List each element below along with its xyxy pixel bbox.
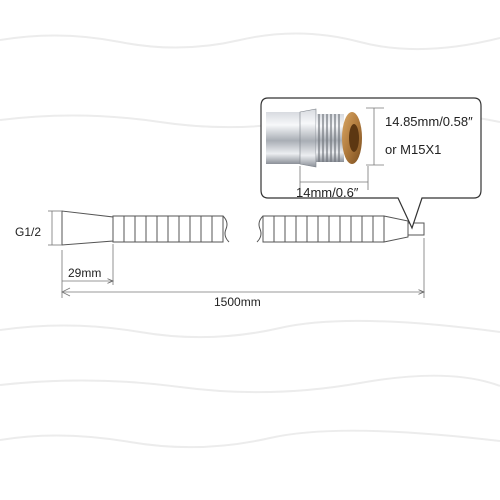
hose-right-section: [256, 215, 425, 243]
break-mark-right: [256, 215, 264, 243]
hose-rib: [361, 215, 374, 243]
dimension-lines: [48, 210, 424, 298]
hose-rib: [211, 215, 224, 243]
hose-rib: [273, 215, 286, 243]
total-length-label: 1500mm: [214, 295, 261, 309]
hose-rib: [306, 215, 319, 243]
hose-rib: [189, 215, 202, 243]
hose-rib: [156, 215, 169, 243]
hose-rib: [295, 215, 308, 243]
hose-rib: [178, 215, 191, 243]
break-mark-left: [222, 215, 230, 243]
outlet-fitting-closeup: [266, 108, 362, 168]
callout-dimension-lines: [299, 107, 384, 190]
hose-rib: [317, 215, 330, 243]
inlet-thread-label: G1/2: [15, 225, 42, 239]
hose-rib: [350, 215, 363, 243]
hose-rib: [339, 215, 352, 243]
hose-left-section: [61, 210, 230, 246]
hose-rib: [112, 215, 125, 243]
outlet-thread-length-label: 14mm/0.6″: [296, 185, 359, 200]
hose-rib: [134, 215, 147, 243]
tapered-end: [383, 215, 409, 243]
hose-rib: [167, 215, 180, 243]
hose-rib: [123, 215, 136, 243]
hose-rib: [262, 215, 275, 243]
cone-length-label: 29mm: [68, 266, 102, 280]
outlet-diameter-label: 14.85mm/0.58″: [385, 114, 473, 129]
hose-rib: [328, 215, 341, 243]
hose-rib: [284, 215, 297, 243]
hose-rib: [145, 215, 158, 243]
cone-fitting: [61, 210, 114, 246]
hose-rib: [372, 215, 385, 243]
outlet-thread-label: or M15X1: [385, 142, 442, 157]
hose-rib: [200, 215, 213, 243]
